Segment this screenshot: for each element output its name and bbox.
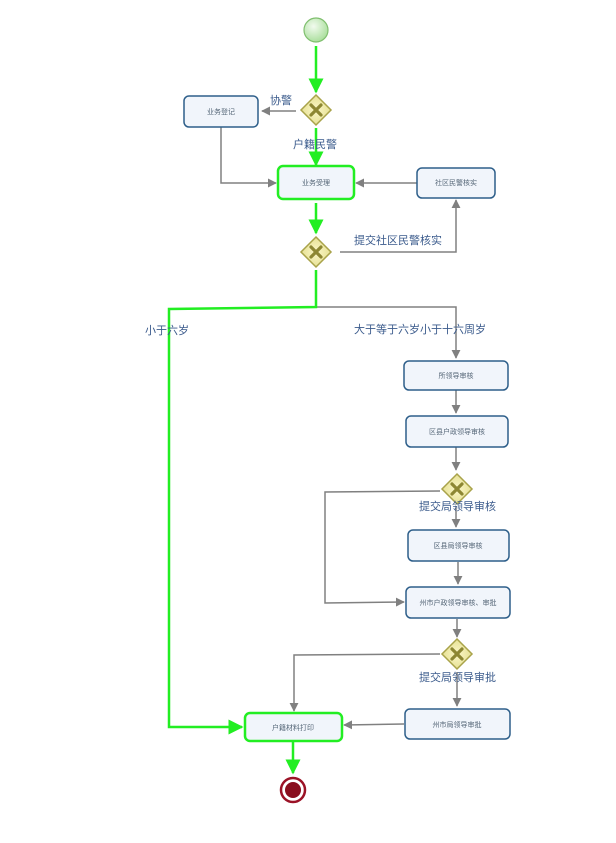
task-registration-label: 业务登记	[207, 107, 235, 116]
task-district-bureau-review-label: 区县局领导审核	[434, 541, 483, 550]
flow-city-bureau-to-print[interactable]	[343, 720, 405, 730]
task-city-hukou-review-label: 州市户政领导审核、审批	[420, 598, 497, 607]
exclusive-gateway-2[interactable]	[299, 235, 333, 269]
flow-branch-to-station-review[interactable]	[316, 306, 461, 359]
task-district-hukou-review[interactable]: 区县户政领导审核	[405, 415, 509, 448]
exclusive-gateway-4[interactable]	[440, 637, 474, 671]
flow-gateway3-to-city-hukou[interactable]	[324, 490, 441, 607]
inactive-flows	[220, 106, 463, 730]
task-acceptance[interactable]: 业务受理	[276, 164, 356, 201]
label-under-six: 小于六岁	[145, 323, 189, 337]
flow-gateway2-to-print[interactable]	[167, 270, 318, 735]
x-icon	[309, 245, 323, 259]
task-acceptance-label: 业务受理	[302, 178, 330, 187]
label-submit-community-verify: 提交社区民警核实	[354, 233, 442, 247]
flow-gateway4-to-print[interactable]	[289, 653, 441, 712]
task-registration[interactable]: 业务登记	[183, 95, 259, 128]
task-district-hukou-review-label: 区县户政领导审核	[429, 427, 485, 436]
x-icon	[309, 103, 323, 117]
flow-registration-to-acceptance[interactable]	[220, 127, 277, 188]
task-print-materials-label: 户籍材料打印	[272, 723, 314, 732]
label-hukou-police: 户籍民警	[293, 137, 337, 151]
x-icon	[450, 482, 464, 496]
task-print-materials[interactable]: 户籍材料打印	[243, 711, 344, 743]
exclusive-gateway-3[interactable]	[440, 472, 474, 506]
label-submit-bureau-review: 提交局领导审核	[419, 499, 496, 513]
label-six-to-sixteen: 大于等于六岁小于十六周岁	[354, 322, 486, 336]
task-station-review[interactable]: 所领导审核	[403, 360, 509, 391]
task-city-bureau-review-label: 州市局领导审批	[433, 720, 482, 729]
active-flows	[167, 46, 324, 775]
start-event[interactable]	[303, 17, 329, 43]
label-submit-bureau-approval: 提交局领导审批	[419, 670, 496, 684]
flow-gateway2-to-community[interactable]	[340, 199, 461, 253]
task-city-bureau-review[interactable]: 州市局领导审批	[404, 708, 511, 740]
task-community-verify-label: 社区民警核实	[435, 178, 477, 187]
task-community-verify[interactable]: 社区民警核实	[416, 167, 496, 199]
task-station-review-label: 所领导审核	[439, 371, 474, 380]
task-city-hukou-review[interactable]: 州市户政领导审核、审批	[405, 586, 511, 619]
end-event[interactable]	[279, 776, 307, 804]
exclusive-gateway-1[interactable]	[299, 93, 333, 127]
task-district-bureau-review[interactable]: 区县局领导审核	[407, 529, 510, 562]
label-assist-police: 协警	[270, 93, 292, 107]
x-icon	[450, 647, 464, 661]
